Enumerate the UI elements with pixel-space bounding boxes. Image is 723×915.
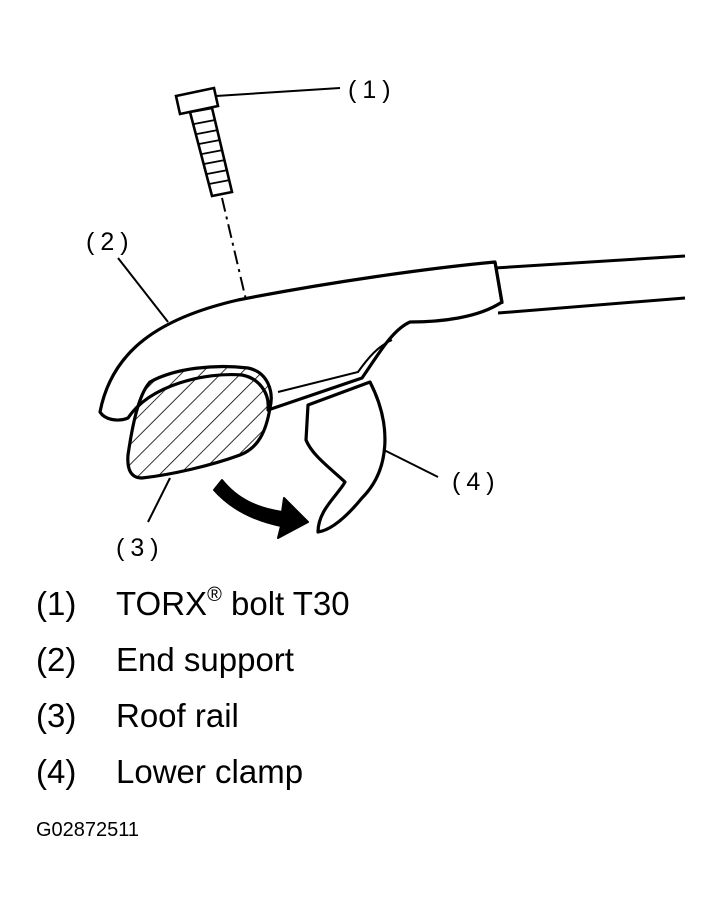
leader-lines [117,87,439,523]
legend-number: (3) [36,697,77,734]
callout-3: (3) [116,534,165,562]
callout-2: (2) [86,228,135,256]
callout-4: (4) [452,468,501,496]
figure-code: G02872511 [36,819,140,841]
rotation-arrow [213,479,309,539]
legend-label-suffix: bolt T30 [221,585,350,622]
roof-rail-section [126,364,273,480]
legend-row-2: (2) End support [36,640,696,696]
legend-number: (1) [36,585,77,622]
legend-row-4: (4) Lower clamp [36,752,696,808]
registered-mark: ® [207,584,222,606]
end-support-groove [277,339,393,393]
legend-label: TORX® bolt T30 [116,584,350,624]
torx-bolt [174,86,234,198]
callout-1: (1) [348,76,397,104]
legend: (1) TORX® bolt T30 (2) End support (3) R… [36,584,696,808]
lower-clamp [304,380,387,534]
legend-number: (4) [36,753,77,790]
legend-label-main: TORX [116,585,208,622]
legend-label: Roof rail [116,697,239,734]
legend-label: End support [116,641,294,678]
roof-rail-bar [494,254,686,315]
legend-label: Lower clamp [116,753,304,790]
end-support-cap-edge [493,261,504,305]
bolt-axis-line [221,197,247,301]
legend-row-1: (1) TORX® bolt T30 [36,584,696,640]
legend-row-3: (3) Roof rail [36,696,696,752]
legend-number: (2) [36,641,77,678]
end-support-diagram: (1) (2) (3) (4) [86,76,686,562]
